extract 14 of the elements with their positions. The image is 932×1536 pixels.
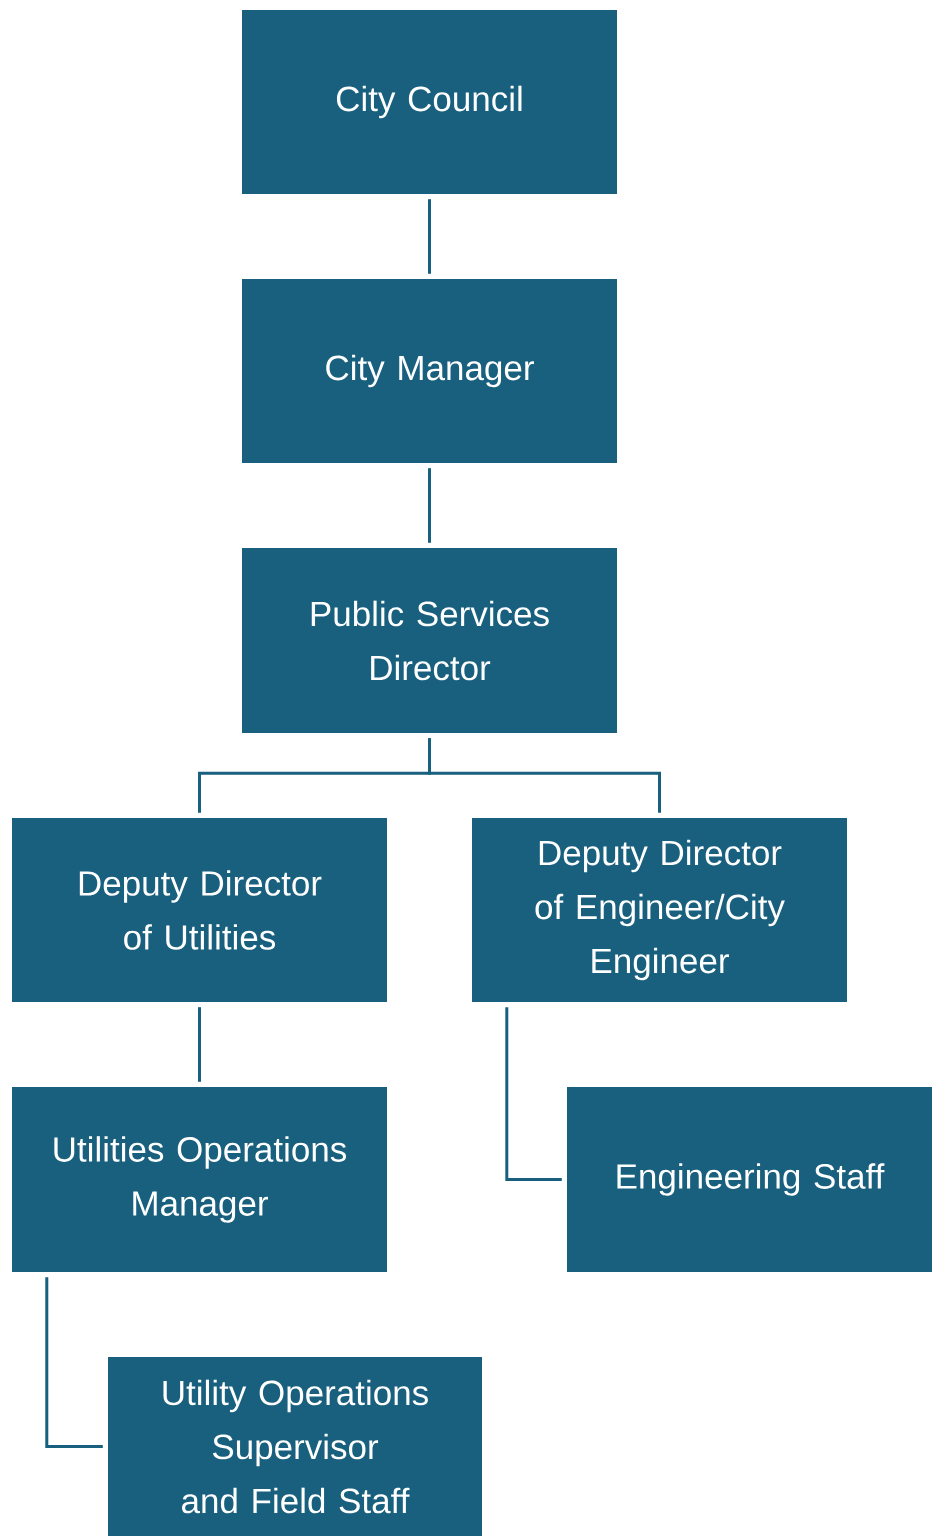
- connector-line: [505, 1007, 562, 1181]
- org-box: City Manager: [242, 279, 617, 463]
- connector-line: [428, 199, 431, 274]
- org-box: Utilities Operations Manager: [12, 1087, 387, 1272]
- org-box: City Council: [242, 10, 617, 194]
- connector-line: [428, 468, 431, 543]
- org-box: Deputy Director of Engineer/City Engineer: [472, 818, 847, 1002]
- org-box: Deputy Director of Utilities: [12, 818, 387, 1002]
- org-box: Public Services Director: [242, 548, 617, 733]
- org-box: Utility Operations Supervisor and Field Staff: [108, 1357, 482, 1536]
- connector-line: [428, 738, 661, 813]
- connector-line: [198, 1007, 201, 1082]
- connector-line: [45, 1277, 103, 1448]
- org-box: Engineering Staff: [567, 1087, 932, 1272]
